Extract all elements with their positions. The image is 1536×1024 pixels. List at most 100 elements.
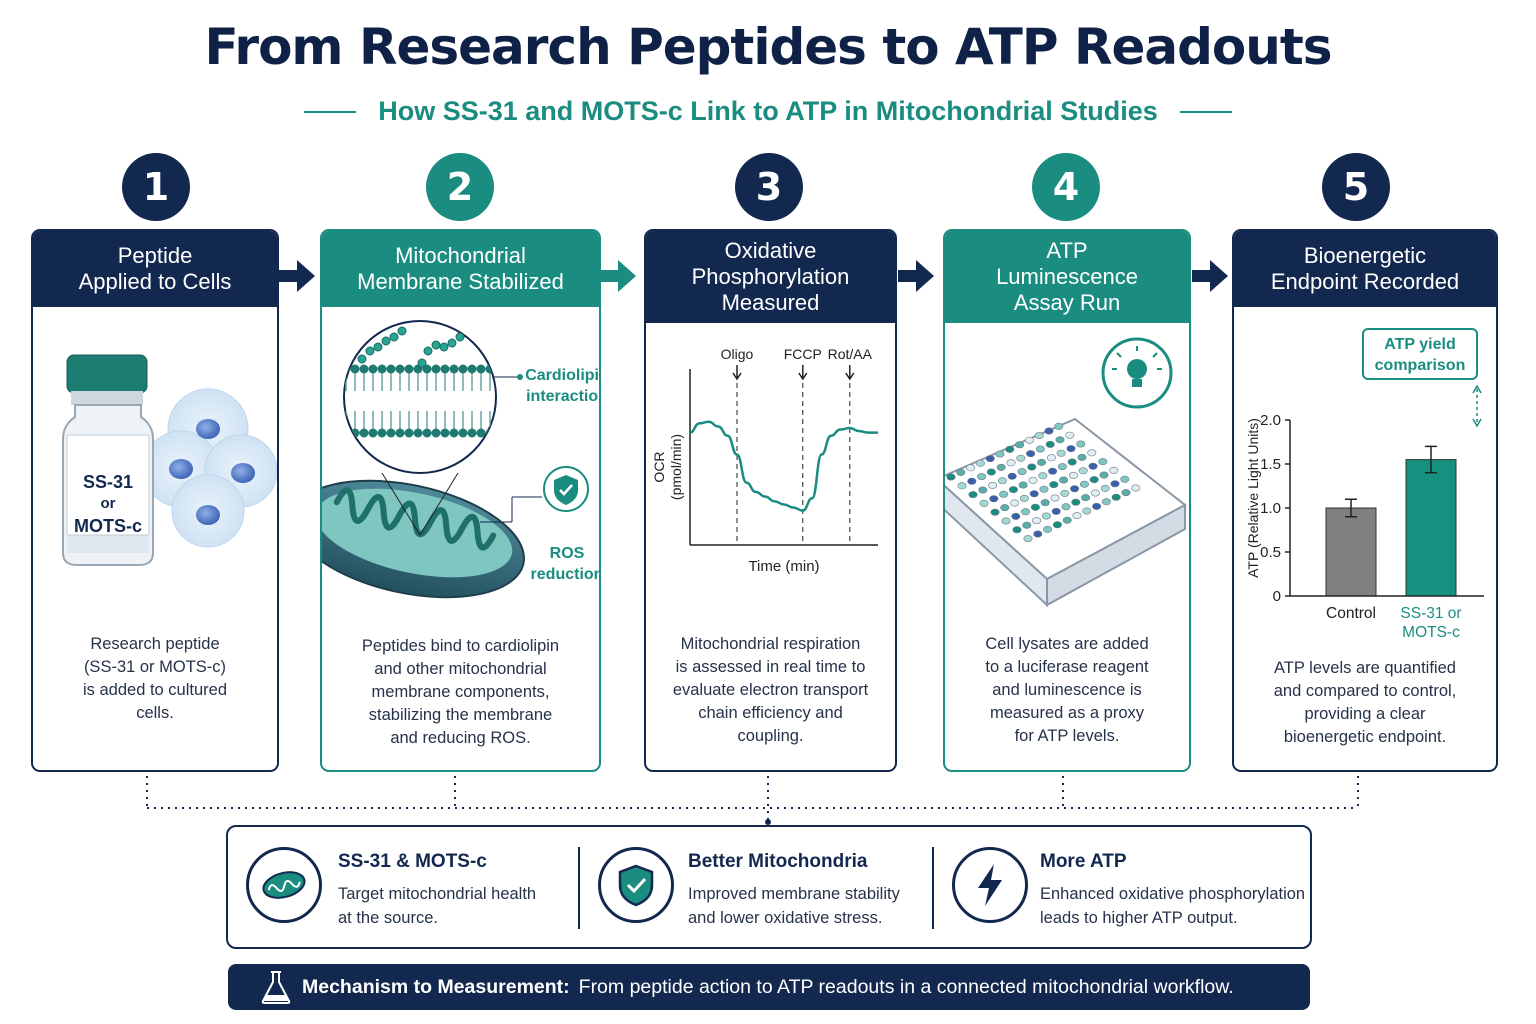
summary-line: Target mitochondrial health	[338, 885, 537, 903]
desc-line: to a luciferase reagent	[985, 658, 1149, 676]
plate-well	[997, 477, 1007, 485]
plate-well	[1066, 445, 1076, 453]
lipid-head	[377, 428, 387, 438]
summary-title: SS-31 & MOTS-c	[338, 851, 487, 872]
bar-category-label-0: Control	[1326, 605, 1376, 622]
plate-well	[957, 482, 967, 490]
lipid-head	[476, 364, 486, 374]
plate-well	[1033, 530, 1043, 538]
step-3-title-line1: Oxidative	[724, 238, 817, 263]
mitochondria-icon	[246, 847, 322, 923]
lipid-head	[386, 364, 396, 374]
plate-well	[1055, 436, 1065, 444]
lipid-head	[449, 364, 459, 374]
arrow-right-icon	[600, 260, 636, 292]
plate-well	[1089, 476, 1099, 484]
lipid-head	[350, 428, 360, 438]
microplate-icon	[945, 417, 1187, 608]
desc-line: Cell lysates are added	[985, 635, 1149, 653]
peptide-bead	[455, 332, 465, 342]
plate-well	[1087, 449, 1097, 457]
summary-line: at the source.	[338, 909, 438, 927]
lipid-head	[440, 364, 450, 374]
desc-line: and other mitochondrial	[374, 660, 547, 678]
plate-well	[1032, 517, 1042, 525]
banner-bold: Mechanism to Measurement:	[302, 975, 570, 998]
peptide-bead	[447, 338, 457, 348]
arrow-right-icon	[279, 260, 315, 292]
plate-well	[1007, 472, 1017, 480]
plate-well	[1027, 463, 1037, 471]
lipid-head	[404, 428, 414, 438]
ros-label: ROS reduction	[522, 543, 599, 585]
membrane-mitochondria-illustration	[322, 320, 589, 599]
lightning-glyph	[978, 864, 1002, 906]
summary-divider	[578, 847, 580, 929]
ocr-y-label-line: OCR	[651, 451, 667, 482]
lipid-head	[368, 428, 378, 438]
desc-line: and luminescence is	[992, 681, 1142, 699]
plate-well	[1071, 498, 1081, 506]
desc-line: bioenergetic endpoint.	[1283, 728, 1447, 746]
plate-well	[1101, 498, 1111, 506]
desc-line: Mitochondrial respiration	[680, 635, 861, 653]
plate-well	[1018, 481, 1028, 489]
plate-well	[1037, 458, 1047, 466]
plate-well	[1098, 458, 1108, 466]
plate-well	[996, 463, 1006, 471]
lipid-head	[431, 364, 441, 374]
summary-text: Target mitochondrial health at the sourc…	[338, 882, 536, 930]
plate-well	[966, 464, 976, 472]
peptide-bead	[381, 336, 391, 346]
summary-title: More ATP	[1040, 851, 1127, 872]
lipid-head	[467, 364, 477, 374]
flask-icon	[261, 971, 291, 1004]
plate-well	[1044, 427, 1054, 435]
plate-well	[1082, 507, 1092, 515]
plate-well	[985, 455, 995, 463]
plate-well	[1110, 480, 1120, 488]
peptide-bead	[373, 342, 383, 352]
desc-line: and compared to control,	[1273, 682, 1457, 700]
bar-y-label: ATP (Relative Light Units)	[1245, 418, 1261, 578]
desc-line: is assessed in real time to	[675, 658, 866, 676]
plate-well	[1131, 484, 1141, 492]
lightning-icon	[952, 847, 1028, 923]
cell-cluster-icon	[142, 388, 277, 548]
lipid-head	[359, 364, 369, 374]
step-3-number: 3	[735, 153, 803, 221]
peptide-bead	[397, 326, 407, 336]
mechanism-banner: Mechanism to Measurement: From peptide a…	[228, 964, 1310, 1010]
peptide-bead	[439, 342, 449, 352]
injection-arrow-1	[798, 365, 808, 381]
desc-line: coupling.	[737, 727, 804, 745]
injection-label-1: FCCP	[784, 346, 822, 362]
lipid-head	[467, 428, 477, 438]
plate-well	[1039, 485, 1049, 493]
plate-well	[1008, 486, 1018, 494]
lipid-head	[422, 428, 432, 438]
bar-1	[1405, 459, 1457, 597]
lipid-head	[422, 364, 432, 374]
desc-line: evaluate electron transport	[672, 681, 869, 699]
plate-well	[1057, 463, 1067, 471]
mitochondria-glyph	[262, 871, 306, 899]
lipid-head	[359, 428, 369, 438]
plate-well	[1049, 481, 1059, 489]
plate-well	[1015, 441, 1025, 449]
step-3-title-line2: Phosphorylation	[691, 264, 850, 289]
plate-well	[1077, 453, 1087, 461]
desc-line: for ATP levels.	[1014, 727, 1120, 745]
lipid-head	[350, 364, 360, 374]
peptide-bead	[389, 332, 399, 342]
plate-well	[1010, 499, 1020, 507]
peptide-bead	[357, 354, 367, 364]
peptide-bead	[431, 340, 441, 350]
page-title: From Research Peptides to ATP Readouts	[204, 18, 1332, 76]
plate-well	[968, 491, 978, 499]
step-1-description: Research peptide (SS-31 or MOTS-c) is ad…	[41, 633, 269, 725]
